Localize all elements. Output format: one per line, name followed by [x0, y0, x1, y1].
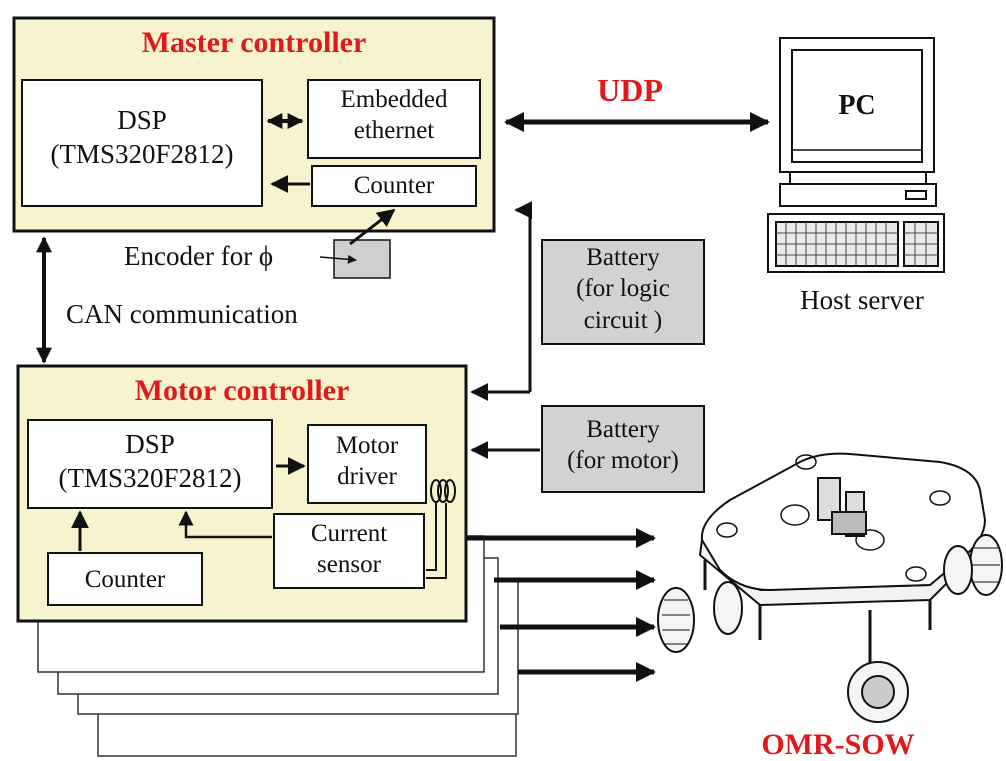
battery-logic-label: Battery (for logic circuit ): [542, 242, 704, 336]
ethernet-box: [307, 79, 481, 159]
omnidirectional-robot-icon: [657, 452, 1003, 723]
motor-counter-box: [47, 552, 203, 606]
encoder-inner-arrow: [319, 254, 357, 264]
host-server-label: Host server: [800, 285, 924, 315]
current-sensor-line2: sensor: [317, 551, 381, 579]
motor-driver-box: [307, 424, 427, 504]
battery-motor-box: [541, 405, 705, 493]
master-dsp-box: [21, 79, 263, 207]
motor-driver-label: Motor driver: [308, 430, 426, 493]
encoder-label: Encoder for ϕ: [124, 241, 274, 271]
motor-driver-line2: driver: [337, 463, 397, 491]
encoder-to-counter-arrow: [349, 208, 396, 246]
battery-logic-line3: circuit ): [583, 306, 663, 334]
motor-coil-icon: [430, 479, 456, 503]
master-counter-box: [311, 165, 477, 207]
pc-screen-label: PC: [838, 90, 876, 121]
udp-label: UDP: [597, 72, 663, 108]
motor-dsp-line1: DSP: [125, 429, 175, 459]
ethernet-line2: ethernet: [353, 117, 435, 145]
motor-dsp-label: DSP (TMS320F2812): [28, 428, 272, 496]
motor-dsp-box: [27, 419, 273, 509]
current-sensor-box: [273, 513, 425, 589]
battery-logic-line1: Battery: [586, 244, 660, 271]
desktop-computer-icon: [767, 37, 945, 273]
master-dsp-line1: DSP: [117, 105, 167, 135]
ethernet-label: Embedded ethernet: [308, 84, 480, 147]
current-sensor-to-dsp-arrow: [178, 510, 272, 539]
master-counter-label: Counter: [353, 172, 435, 199]
ethernet-line1: Embedded: [340, 86, 448, 113]
motor-driver-line1: Motor: [335, 432, 399, 459]
master-dsp-label: DSP (TMS320F2812): [22, 104, 262, 172]
current-sensor-line1: Current: [310, 520, 388, 547]
battery-motor-line1: Battery: [586, 416, 660, 443]
battery-motor-label: Battery (for motor): [542, 414, 704, 477]
motor-wire-2: [426, 503, 447, 579]
motor-wire-1: [426, 503, 437, 571]
master-dsp-line2: (TMS320F2812): [50, 138, 234, 169]
robot-caption: OMR-SOW: [761, 728, 915, 761]
motor-dsp-line2: (TMS320F2812): [58, 462, 242, 493]
can-label: CAN communication: [66, 299, 298, 329]
battery-logic-box: [541, 239, 705, 345]
motor-controller-title: Motor controller: [134, 374, 350, 407]
battery-logic-line2: (for logic: [576, 275, 670, 303]
current-sensor-label: Current sensor: [274, 518, 424, 581]
master-controller-title: Master controller: [141, 26, 367, 59]
battery-logic-to-master-arrow: [514, 201, 533, 392]
battery-motor-line2: (for motor): [567, 447, 679, 475]
motor-counter-label: Counter: [84, 566, 166, 593]
